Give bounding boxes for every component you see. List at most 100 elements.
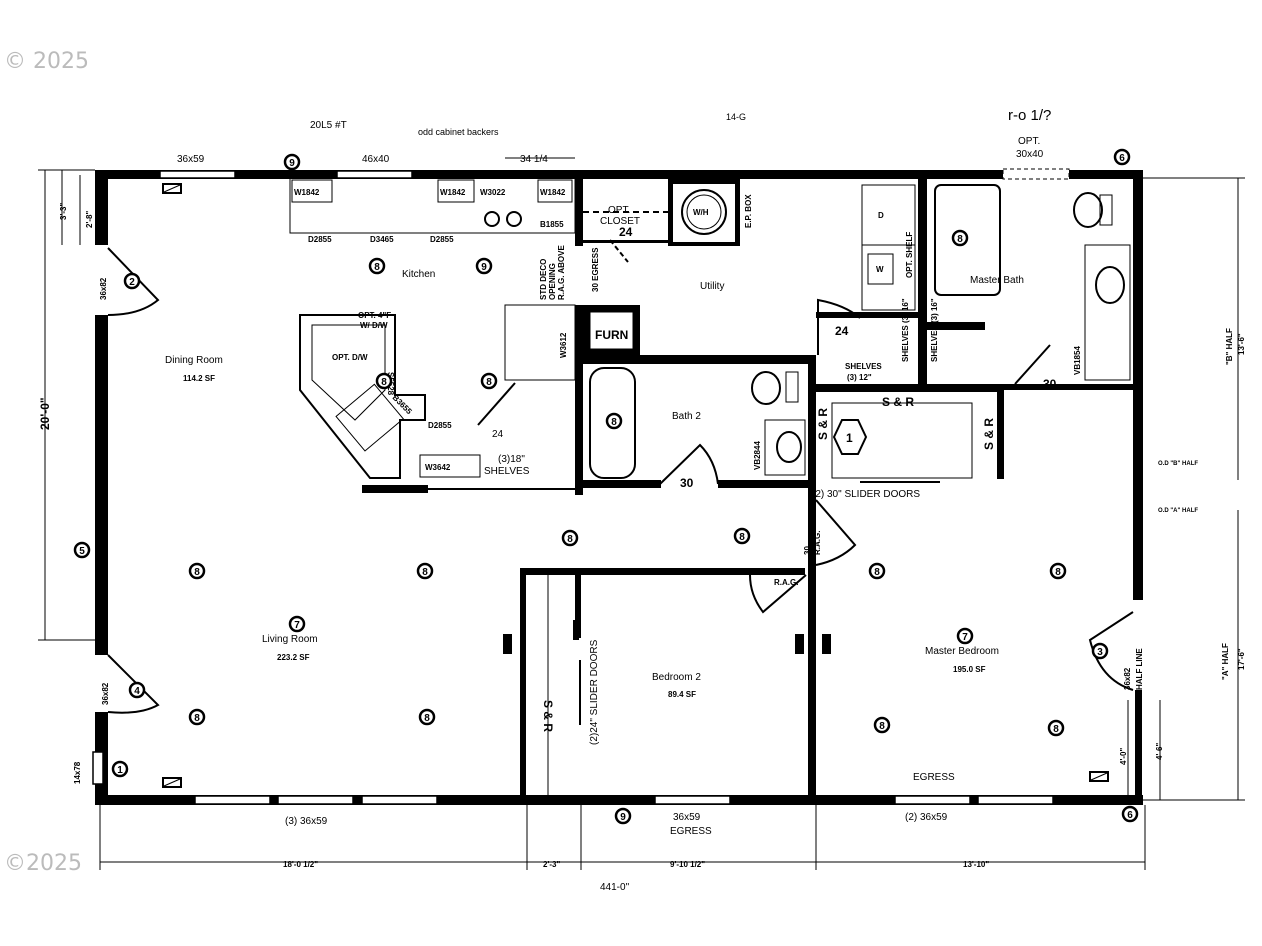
closet-rod-label: S & R	[982, 418, 996, 450]
marker: 8	[733, 527, 751, 545]
interior-walls	[362, 178, 1133, 800]
fixture-markers: 9 8 9 2 8 8 8 8 6 5 8 8 8 8 8 8 7 7 3 4 …	[73, 148, 1139, 825]
shelves-label: SHELVES	[484, 466, 530, 477]
svg-text:8: 8	[957, 234, 963, 245]
center-code: 14-G	[726, 112, 746, 122]
total-length: 441-0"	[600, 882, 630, 893]
cabinet-label: W1842	[440, 188, 466, 197]
door-size-label: 36x82	[99, 277, 108, 300]
marker: 8	[1049, 562, 1067, 580]
closet-label: CLOSET	[600, 216, 640, 227]
svg-text:9: 9	[481, 262, 487, 273]
kitchen-island	[299, 314, 426, 479]
svg-text:6: 6	[1127, 810, 1133, 821]
od-label: O.D "A" HALF	[1158, 508, 1198, 514]
marker: 8	[418, 708, 436, 726]
svg-text:8: 8	[874, 567, 880, 578]
marker: 8	[873, 716, 891, 734]
window-top-2-label: 46x40	[362, 154, 390, 165]
door-size-label: 24	[492, 429, 504, 440]
opt-window-size: 30x40	[1016, 149, 1044, 160]
door-master	[1088, 611, 1134, 691]
rag-label: 30	[803, 546, 812, 555]
marker: 1	[111, 760, 129, 778]
marker: 6	[1113, 148, 1131, 166]
svg-text:2: 2	[129, 277, 135, 288]
rag-label: R.A.G.	[813, 531, 822, 555]
door-size-label: 30	[680, 476, 694, 490]
svg-text:8: 8	[611, 417, 617, 428]
cabinet-label: W1842	[540, 188, 566, 197]
vanity-label: VB1854	[1073, 346, 1082, 375]
window-bottom-3	[361, 795, 438, 805]
svg-text:3: 3	[1097, 647, 1103, 658]
door-size-label: 36x82	[1123, 667, 1132, 690]
watermark-bottom: ©2025	[4, 851, 82, 876]
dim-label: 4'-0"	[1119, 748, 1128, 765]
marker: 5	[73, 541, 91, 559]
window-top-1-label: 36x59	[177, 154, 205, 165]
upper-cabinets	[289, 177, 576, 234]
model-note: 20L5 #T	[310, 120, 347, 131]
furnace-label: FURN	[595, 328, 628, 342]
bath2-tub	[589, 367, 636, 479]
marker: 6	[1121, 805, 1139, 823]
half-label: 17'-6"	[1237, 648, 1246, 670]
opt-label: W/ D/W	[360, 321, 388, 330]
svg-text:9: 9	[620, 812, 626, 823]
marker: 8	[561, 529, 579, 547]
svg-text:7: 7	[294, 620, 300, 631]
opt-label: OPT. D/W	[332, 353, 368, 362]
marker: 8	[605, 412, 623, 430]
marker: 3	[1091, 642, 1109, 660]
cabinet-label: W3612	[559, 332, 568, 358]
closet-rod-label: S & R	[882, 395, 914, 409]
cabinet-label: B1855	[540, 220, 564, 229]
marker: 8	[375, 372, 393, 390]
svg-text:4: 4	[134, 686, 140, 697]
door-size-label: 24	[835, 324, 849, 338]
rag-label: R.A.G.	[774, 578, 798, 587]
ro-note: r-o 1/?	[1008, 107, 1051, 124]
water-heater-label: W/H	[693, 208, 709, 217]
door-size-label: 14x78	[73, 761, 82, 784]
room-bedroom2: Bedroom 2	[652, 672, 701, 683]
room-bedroom2-sf: 89.4 SF	[668, 690, 696, 699]
window-top-2	[336, 170, 413, 179]
marker: 9	[283, 153, 301, 171]
closet-rod-label: S & R	[541, 700, 555, 732]
toilet	[1073, 192, 1103, 228]
dim-label: 4'-6"	[1155, 743, 1164, 760]
cabinet-label: D2855	[430, 235, 454, 244]
door-dining	[107, 247, 160, 316]
hex-marker	[832, 419, 868, 455]
washer-dryer	[861, 184, 916, 311]
cabinet-label: W3022	[480, 188, 506, 197]
svg-text:8: 8	[374, 262, 380, 273]
marker: 8	[188, 562, 206, 580]
marker: 4	[128, 681, 146, 699]
dryer-label: D	[878, 211, 884, 220]
svg-text:8: 8	[194, 567, 200, 578]
shelves-label: (3)18"	[498, 454, 525, 465]
window-bottom-2	[277, 795, 354, 805]
slider-doors-label: (2)24" SLIDER DOORS	[589, 639, 600, 745]
room-master-bedroom: Master Bedroom	[925, 646, 999, 657]
shelves-label: (3) 12"	[847, 373, 872, 382]
opt-window-label: OPT.	[1018, 136, 1040, 147]
water-heater	[681, 189, 727, 235]
marker: 8	[416, 562, 434, 580]
bath2-toilet	[751, 371, 781, 405]
room-living: Living Room	[262, 634, 318, 645]
marker: 8	[368, 257, 386, 275]
shelves-label: SHELVES	[845, 362, 882, 371]
window-bottom-1	[194, 795, 271, 805]
master-vanity	[1084, 244, 1131, 381]
closet-rod-label: S & R	[816, 408, 830, 440]
egress-label: EGRESS	[913, 772, 955, 783]
window-bottom-5	[977, 795, 1054, 805]
room-bath2: Bath 2	[672, 411, 701, 422]
exterior-walls	[95, 170, 1143, 805]
cabinet-label: D2855	[428, 421, 452, 430]
marker: 8	[951, 229, 969, 247]
